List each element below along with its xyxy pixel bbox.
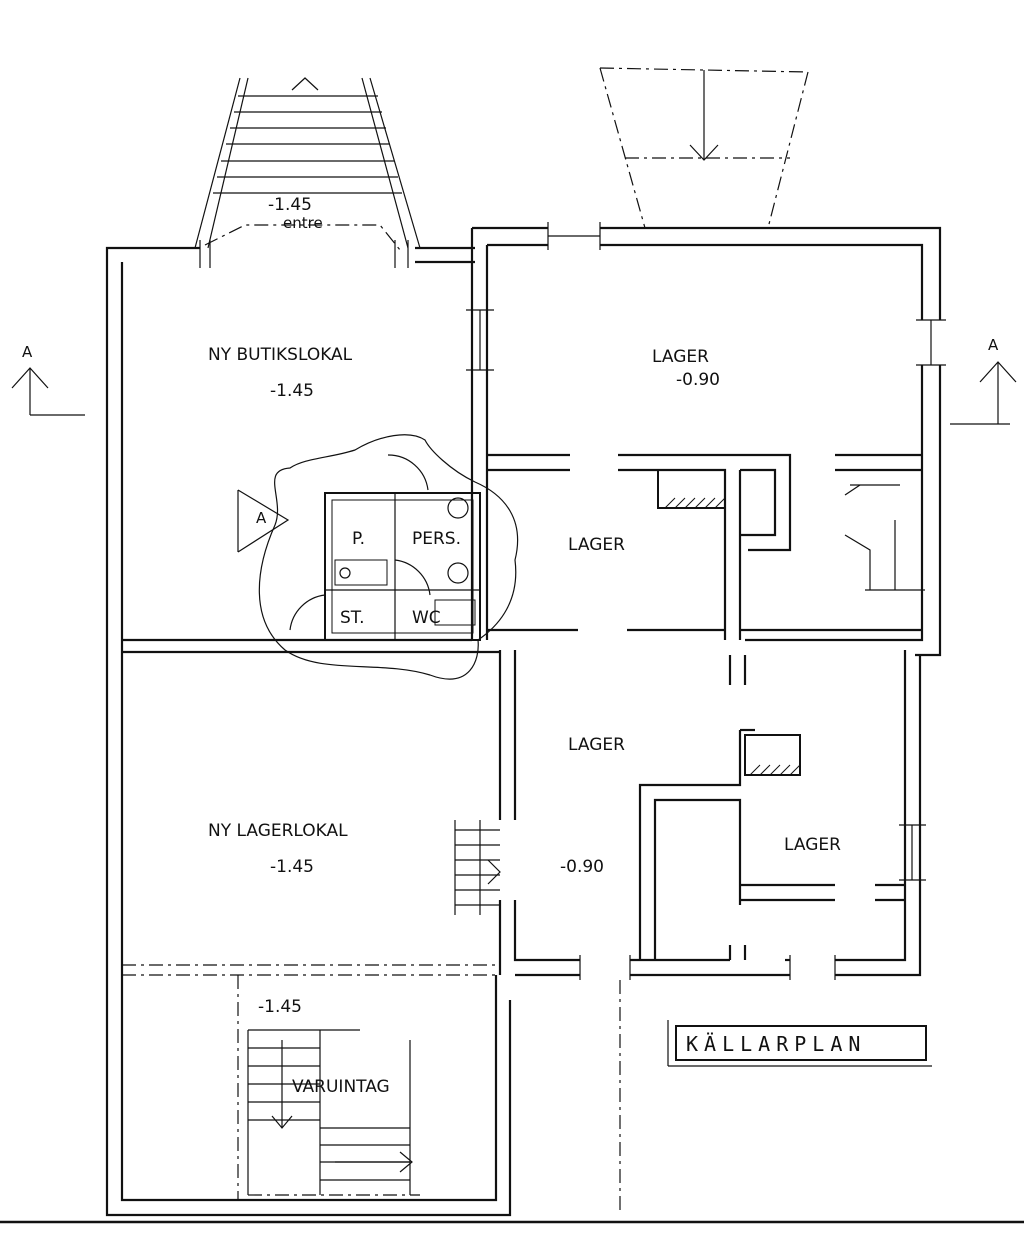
- room-level-ny-lagerlokal: -1.45: [270, 857, 314, 877]
- svg-text:A: A: [256, 509, 267, 527]
- entrance-label: entre: [283, 214, 323, 232]
- outer-walls: [105, 226, 942, 1217]
- section-mark-inner: A: [237, 489, 290, 553]
- chimneys: [657, 469, 801, 776]
- section-mark-left: A: [11, 343, 85, 416]
- opening-outline: [599, 67, 809, 229]
- staff-pers-label: PERS.: [412, 529, 461, 549]
- room-name-ny-butikslokal: NY BUTIKSLOKAL: [208, 345, 353, 365]
- room-level-varuintag: -1.45: [258, 997, 302, 1017]
- room-level-lager-ne: -0.90: [676, 370, 720, 390]
- room-name-ny-lagerlokal: NY LAGERLOKAL: [208, 821, 348, 841]
- room-level-ny-butikslokal: -1.45: [270, 381, 314, 401]
- drawing-title: KÄLLARPLAN: [686, 1032, 866, 1056]
- room-level-lager-se: -0.90: [560, 857, 604, 877]
- staff-p-label: P.: [352, 529, 365, 549]
- staff-area: P. PERS. ST. WC: [258, 434, 519, 680]
- varuintag-stairs: [237, 975, 420, 1200]
- room-name-lager-se-right: LAGER: [784, 835, 841, 855]
- svg-text:A: A: [988, 336, 999, 354]
- entrance-stair: -1.45 entre: [194, 77, 421, 251]
- entrance-level: -1.45: [268, 195, 312, 215]
- room-name-lager-ne: LAGER: [652, 347, 709, 367]
- room-name-lager-se-upper: LAGER: [568, 735, 625, 755]
- staff-st-label: ST.: [340, 608, 365, 628]
- section-mark-right: A: [950, 336, 1017, 425]
- staff-wc-label: WC: [412, 608, 441, 628]
- internal-stair: [454, 820, 501, 915]
- room-name-lager-center: LAGER: [568, 535, 625, 555]
- drawing-title-box: KÄLLARPLAN: [667, 1020, 932, 1067]
- window-marks: [199, 222, 946, 980]
- room-name-varuintag: VARUINTAG: [292, 1077, 390, 1097]
- svg-text:A: A: [22, 343, 33, 361]
